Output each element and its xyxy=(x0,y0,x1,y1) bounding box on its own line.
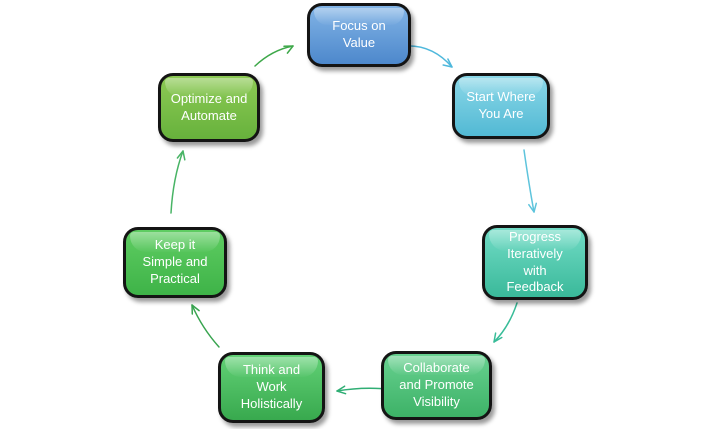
node-keep-it-simple-and-practical: Keep it Simple and Practical xyxy=(123,227,227,298)
node-label: Progress Iteratively with Feedback xyxy=(506,228,564,295)
arrow-progress-to-collaborate xyxy=(493,302,518,343)
node-collaborate-and-promote-visibility: Collaborate and Promote Visibility xyxy=(381,351,492,420)
node-progress-iteratively-with-feedback: Progress Iteratively with Feedback xyxy=(482,225,588,300)
node-start-where-you-are: Start Where You Are xyxy=(452,73,550,139)
node-think-and-work-holistically: Think and Work Holistically xyxy=(218,352,325,423)
arrow-think-to-keep xyxy=(191,304,220,348)
node-label: Keep it Simple and Practical xyxy=(142,237,208,286)
arrow-optimize-to-focus xyxy=(254,45,294,67)
node-label: Think and Work Holistically xyxy=(240,362,303,411)
node-label: Start Where You Are xyxy=(466,89,536,121)
node-label: Optimize and Automate xyxy=(170,90,248,123)
arrow-keep-to-optimize xyxy=(170,150,186,214)
node-focus-on-value: Focus on Value xyxy=(307,3,411,67)
node-label: Collaborate and Promote Visibility xyxy=(399,360,474,409)
node-optimize-and-automate: Optimize and Automate xyxy=(158,73,260,142)
arrow-start-to-progress xyxy=(523,149,538,213)
node-label: Focus on Value xyxy=(332,18,386,50)
arrow-focus-to-start xyxy=(403,45,453,68)
